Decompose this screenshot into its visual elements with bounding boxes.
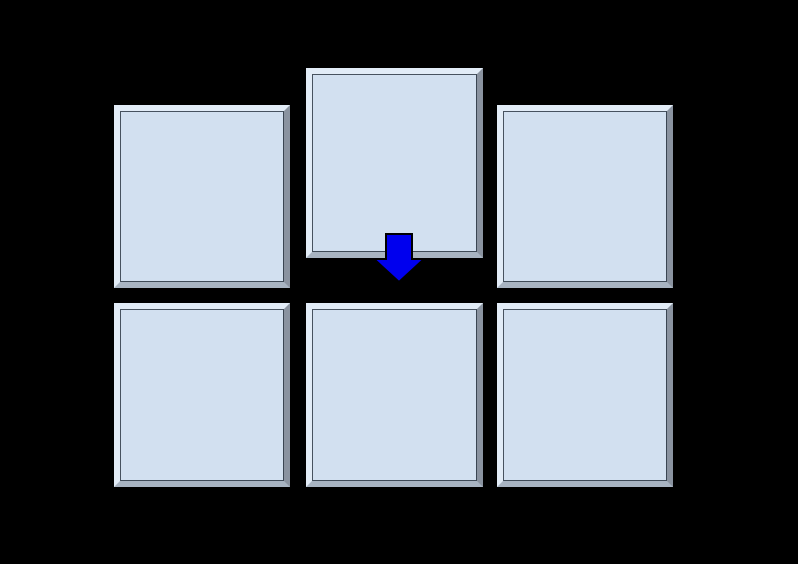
- box-bottom-left[interactable]: [113, 302, 291, 488]
- box-top-left[interactable]: [113, 104, 291, 289]
- box-bottom-center[interactable]: [305, 302, 484, 488]
- box-top-center[interactable]: [305, 67, 484, 259]
- arrow-down-icon[interactable]: [371, 233, 427, 284]
- arrow-down-shape: [371, 233, 427, 284]
- box-top-right[interactable]: [496, 104, 674, 289]
- box-bottom-right[interactable]: [496, 302, 674, 488]
